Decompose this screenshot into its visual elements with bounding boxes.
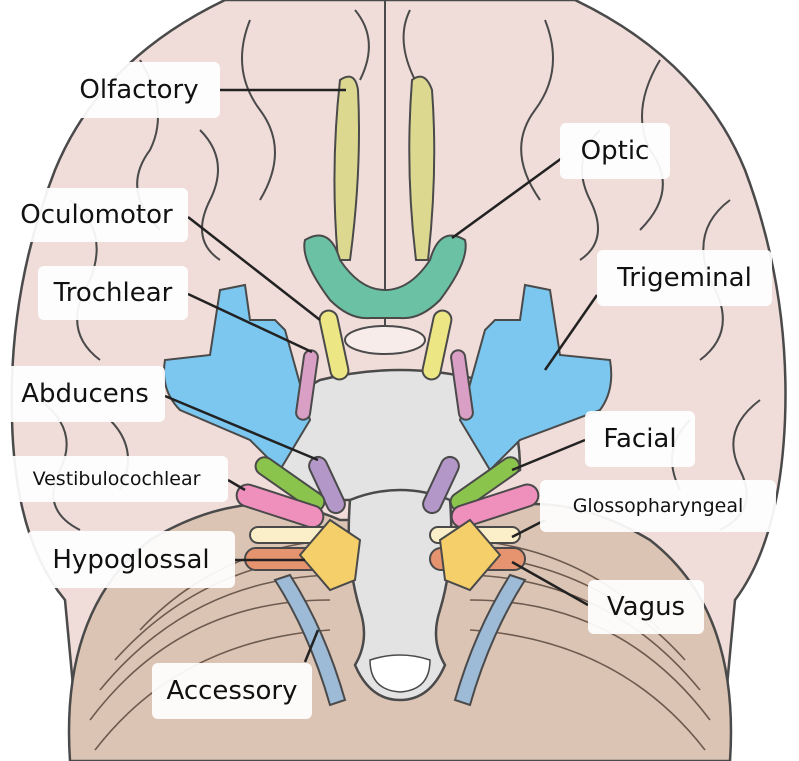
olfactory-nerve-left xyxy=(333,75,360,261)
label-hypoglossal: Hypoglossal xyxy=(27,531,235,588)
optic-chiasm xyxy=(303,234,467,320)
medulla-crosssection xyxy=(369,654,431,693)
oculomotor-nerve-left xyxy=(318,309,350,381)
leader-glossopharyngeal xyxy=(511,518,546,539)
hypoglossal-nerve-left xyxy=(298,518,362,592)
leader-vestibulocochlear xyxy=(227,478,246,492)
leader-optic xyxy=(451,156,563,240)
label-oculomotor: Oculomotor xyxy=(5,188,188,242)
facial-nerve-right xyxy=(449,456,521,512)
leader-trochlear xyxy=(187,292,313,354)
label-facial: Facial xyxy=(585,411,695,467)
vestibulocochlear-nerve-right xyxy=(450,483,540,529)
label-glossopharyngeal: Glossopharyngeal xyxy=(540,480,776,532)
label-vestibulocochlear: Vestibulocochlear xyxy=(5,456,228,502)
leader-lines xyxy=(164,88,599,663)
trochlear-nerve-left xyxy=(295,349,319,421)
leader-vagus xyxy=(511,560,589,607)
abducens-nerve-right xyxy=(422,455,460,515)
label-vagus: Vagus xyxy=(588,580,704,634)
trochlear-nerve-right xyxy=(450,349,474,421)
cerebral-gyri xyxy=(39,0,761,531)
hypoglossal-nerve-right xyxy=(438,518,502,592)
leader-trigeminal xyxy=(543,294,599,371)
leader-facial xyxy=(511,438,586,472)
label-trigeminal: Trigeminal xyxy=(597,250,772,306)
leader-accessory xyxy=(303,629,320,663)
label-abducens: Abducens xyxy=(5,366,165,422)
label-olfactory: Olfactory xyxy=(58,62,220,118)
oculomotor-nerve-right xyxy=(421,309,453,381)
trigeminal-nerve-left xyxy=(163,283,312,472)
optic-chiasm-body xyxy=(344,325,426,355)
leader-oculomotor xyxy=(187,216,321,321)
vestibulocochlear-nerve-left xyxy=(235,483,325,529)
accessory-nerve-right xyxy=(453,573,527,707)
label-optic: Optic xyxy=(560,123,670,179)
leader-abducens xyxy=(164,394,319,462)
label-trochlear: Trochlear xyxy=(38,266,188,320)
olfactory-nerve-right xyxy=(408,75,436,261)
trigeminal-nerve-right xyxy=(458,283,613,472)
accessory-nerve-left xyxy=(273,573,347,707)
label-accessory: Accessory xyxy=(152,663,312,719)
facial-nerve-left xyxy=(254,456,326,512)
